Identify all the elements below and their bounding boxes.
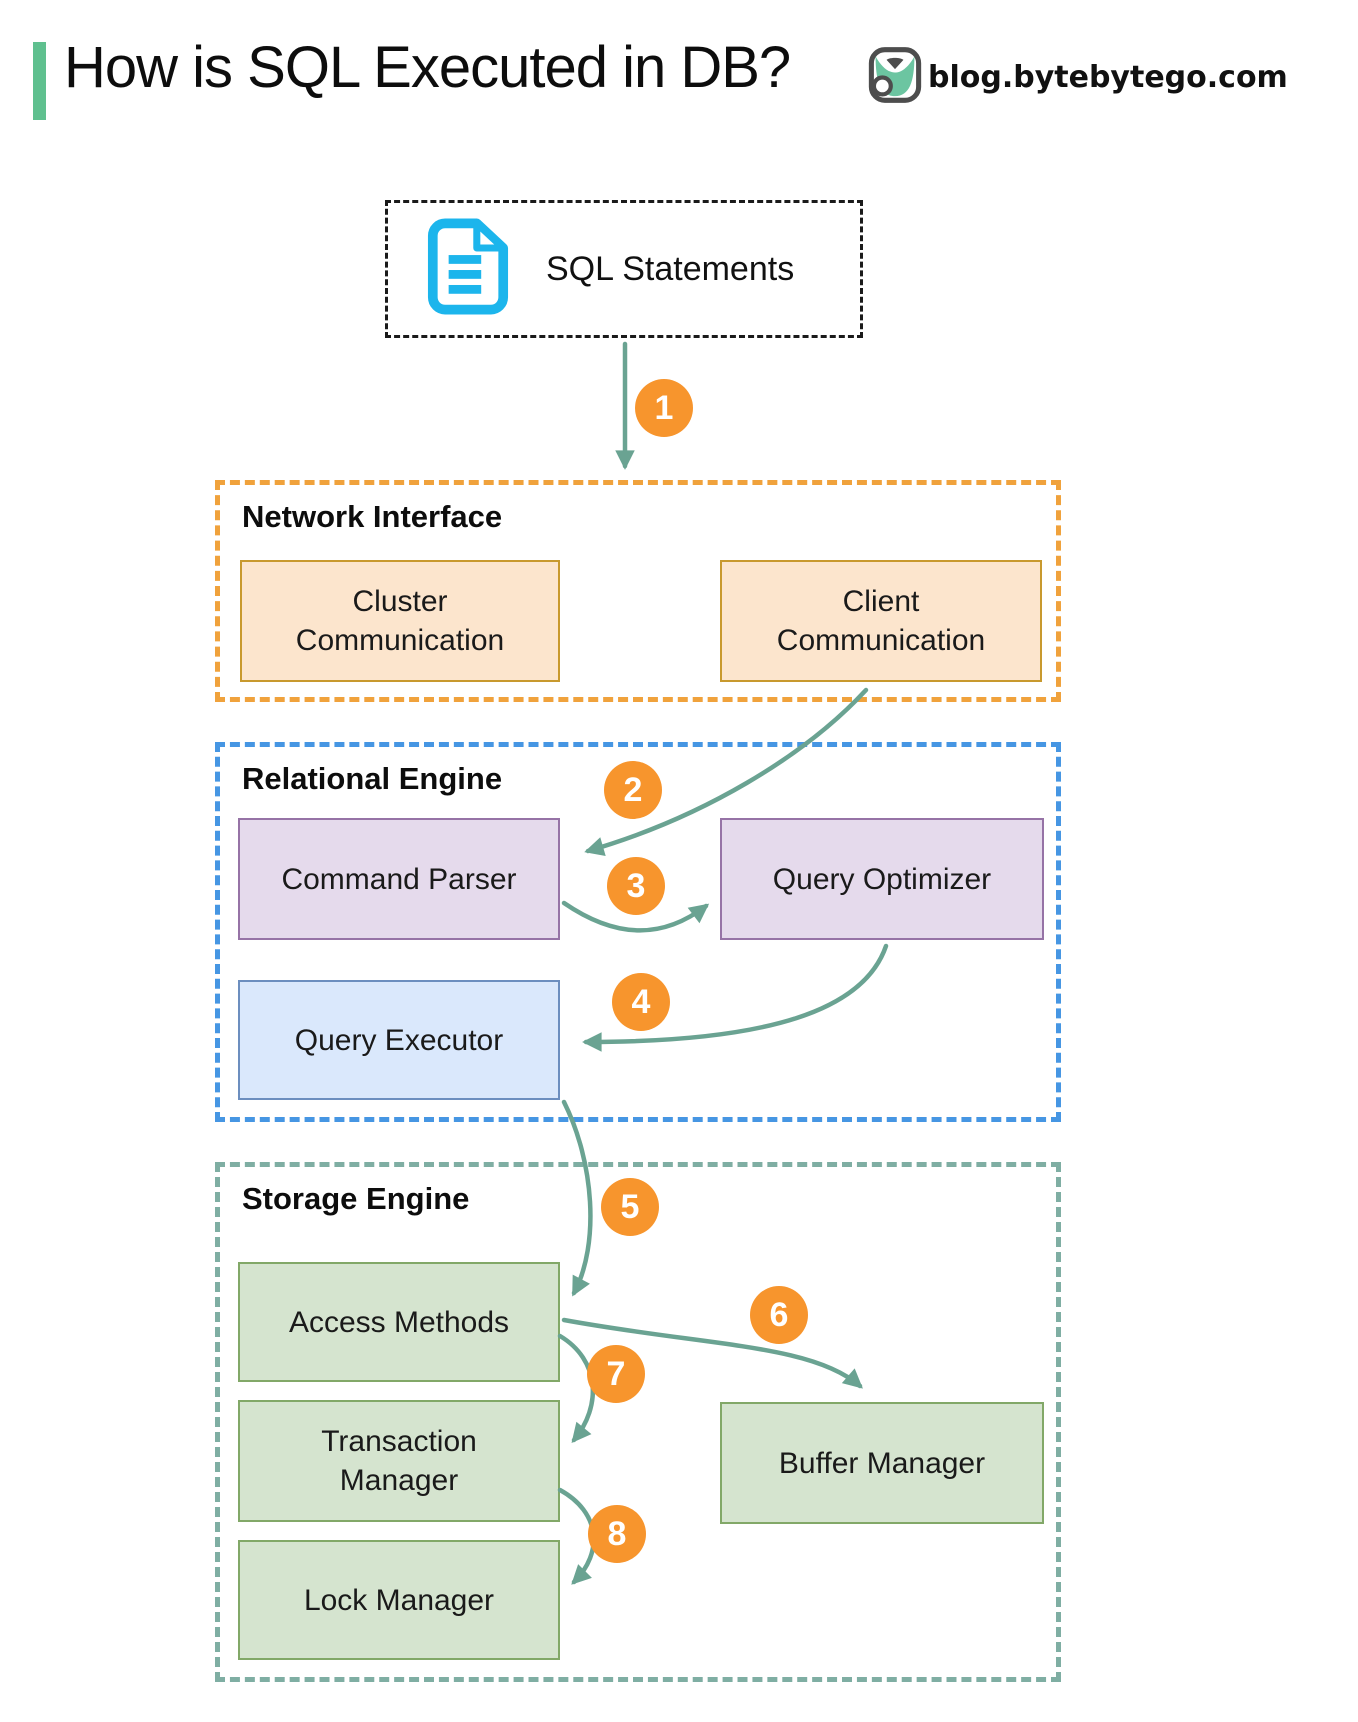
node-access-methods: Access Methods <box>238 1262 560 1382</box>
node-lock-manager: Lock Manager <box>238 1540 560 1660</box>
step-badge-2: 2 <box>604 761 662 819</box>
step-badge-6: 6 <box>750 1286 808 1344</box>
node-buffer-manager: Buffer Manager <box>720 1402 1044 1524</box>
step-badge-4: 4 <box>612 973 670 1031</box>
node-command-parser: Command Parser <box>238 818 560 940</box>
sql-statements-box: SQL Statements <box>385 200 863 338</box>
node-label: Buffer Manager <box>778 1446 986 1480</box>
document-icon <box>424 218 512 320</box>
sql-statements-label: SQL Statements <box>546 249 795 288</box>
brand: blog.bytebytego.com <box>868 46 1288 109</box>
node-label: Cluster Communication <box>295 585 505 657</box>
section-storage-engine: Storage Engine <box>215 1162 1061 1682</box>
title-accent-bar <box>33 42 46 120</box>
node-label: Client Communication <box>776 585 986 657</box>
step-badge-5: 5 <box>601 1178 659 1236</box>
node-label: Access Methods <box>288 1305 510 1339</box>
step-badge-7: 7 <box>587 1345 645 1403</box>
node-label: Query Executor <box>294 1023 504 1057</box>
node-label: Command Parser <box>281 862 517 896</box>
brand-url: blog.bytebytego.com <box>928 60 1288 95</box>
node-client-communication: Client Communication <box>720 560 1042 682</box>
step-badge-8: 8 <box>588 1505 646 1563</box>
page-title: How is SQL Executed in DB? <box>64 35 791 100</box>
node-label: Lock Manager <box>303 1583 495 1617</box>
step-badge-3: 3 <box>607 857 665 915</box>
section-title-storage-engine: Storage Engine <box>242 1181 470 1216</box>
section-title-relational-engine: Relational Engine <box>242 761 503 796</box>
node-cluster-communication: Cluster Communication <box>240 560 560 682</box>
node-query-optimizer: Query Optimizer <box>720 818 1044 940</box>
bytebytego-logo-icon <box>868 46 922 109</box>
node-transaction-manager: Transaction Manager <box>238 1400 560 1522</box>
node-label: Query Optimizer <box>772 862 992 896</box>
section-title-network-interface: Network Interface <box>242 499 503 534</box>
node-query-executor: Query Executor <box>238 980 560 1100</box>
node-label: Transaction Manager <box>321 1425 477 1497</box>
step-badge-1: 1 <box>635 379 693 437</box>
